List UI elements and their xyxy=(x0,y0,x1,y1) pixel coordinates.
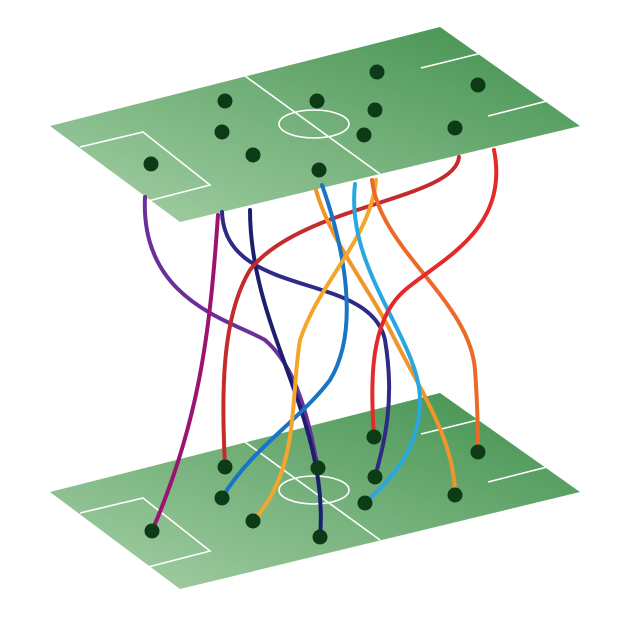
top-right-penalty-box xyxy=(420,51,553,117)
connection-indigo xyxy=(220,210,392,479)
bottom-left-penalty-box xyxy=(79,497,212,568)
connection-skyblue xyxy=(352,182,423,505)
bottom-player-dot xyxy=(214,490,230,506)
top-pitch-markings xyxy=(79,51,553,202)
top-pitch xyxy=(50,27,580,222)
top-left-penalty-box xyxy=(79,131,212,202)
top-pitch-surface xyxy=(50,27,580,222)
top-center-circle xyxy=(278,109,350,139)
bottom-player-dot xyxy=(217,459,233,475)
top-player-dot xyxy=(447,120,463,136)
bottom-player-dot xyxy=(312,529,328,545)
connection-blue xyxy=(220,183,349,500)
top-player-dot xyxy=(143,156,159,172)
connection-orange-c xyxy=(370,178,480,454)
bottom-players xyxy=(144,429,486,545)
top-halfway-line xyxy=(244,75,381,175)
top-player-dot xyxy=(245,147,261,163)
top-player-dot xyxy=(367,102,383,118)
top-player-dot xyxy=(309,93,325,109)
top-player-dot xyxy=(311,162,327,178)
bottom-player-dot xyxy=(144,523,160,539)
top-player-dot xyxy=(214,124,230,140)
bottom-player-dot xyxy=(366,429,382,445)
bottom-player-dot xyxy=(470,444,486,460)
bottom-right-penalty-box xyxy=(420,417,553,483)
bottom-pitch xyxy=(50,393,580,589)
top-players xyxy=(143,64,486,178)
bottom-center-circle xyxy=(278,475,350,505)
bottom-player-dot xyxy=(245,513,261,529)
connection-lines xyxy=(142,148,499,539)
connection-red-a xyxy=(221,155,461,469)
top-player-dot xyxy=(356,127,372,143)
bottom-player-dot xyxy=(357,495,373,511)
bottom-player-dot xyxy=(447,487,463,503)
top-player-dot xyxy=(369,64,385,80)
connection-magenta xyxy=(150,213,220,533)
bottom-halfway-line xyxy=(244,441,381,541)
bottom-pitch-markings xyxy=(79,417,553,568)
bottom-player-dot xyxy=(310,460,326,476)
bottom-player-dot xyxy=(367,469,383,485)
top-player-dot xyxy=(217,93,233,109)
bottom-pitch-surface xyxy=(50,393,580,589)
connection-navy xyxy=(248,208,323,539)
connection-purple xyxy=(142,195,320,470)
top-player-dot xyxy=(470,77,486,93)
connection-red-b xyxy=(370,148,499,439)
